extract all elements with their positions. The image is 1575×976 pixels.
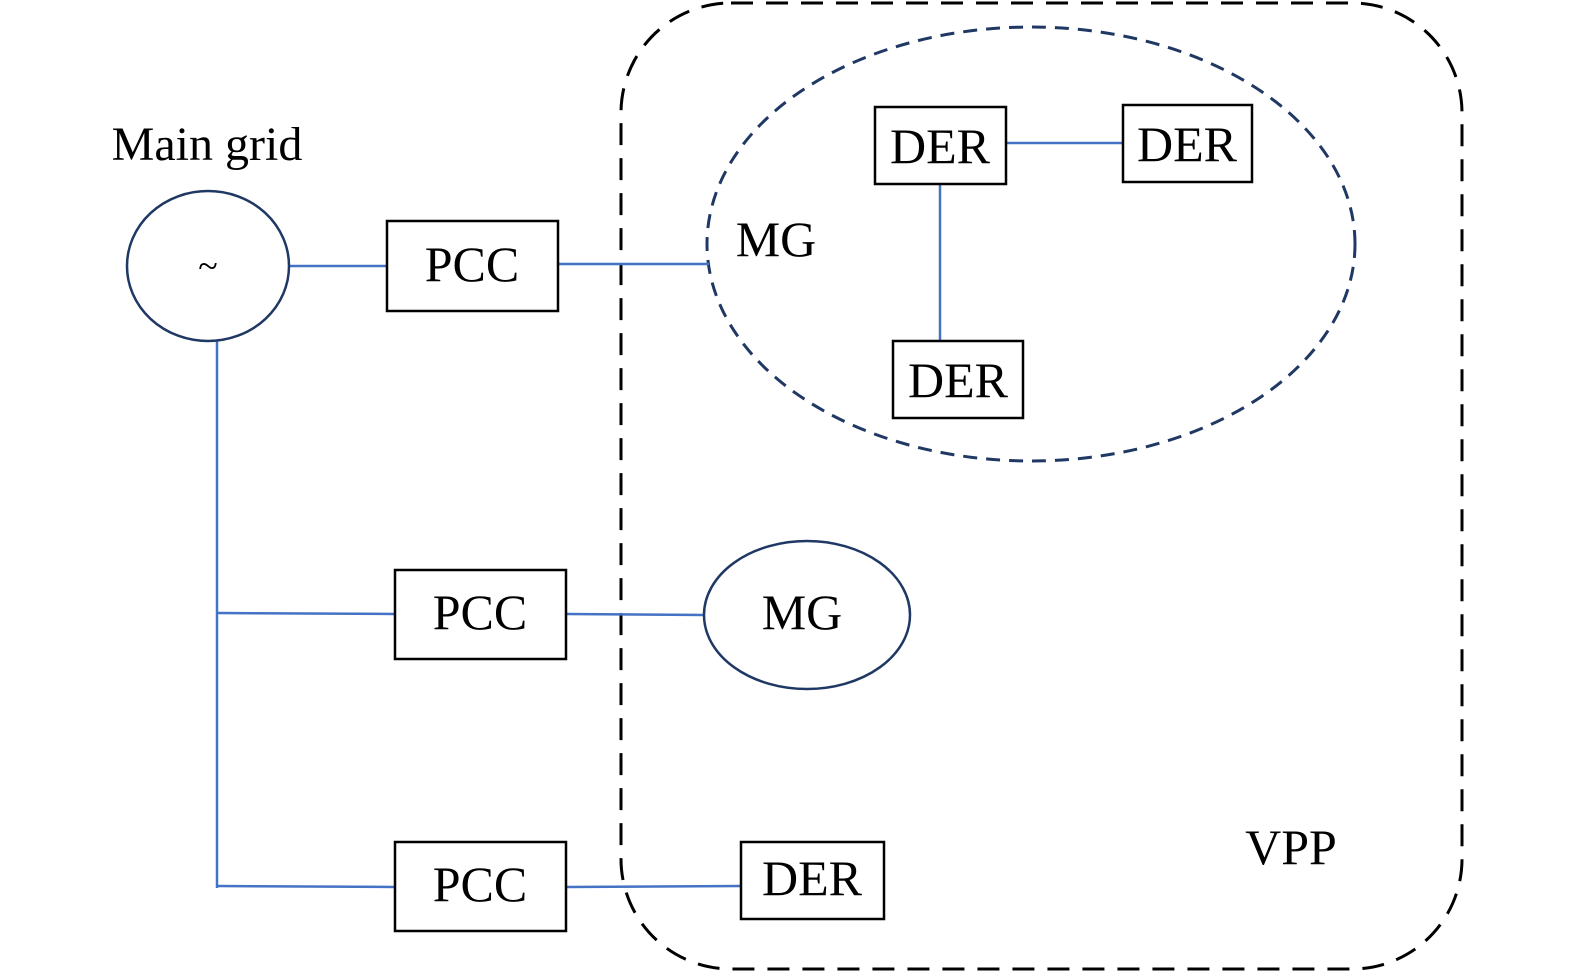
main-grid-label: Main grid bbox=[112, 118, 303, 171]
wire-trunk-to-pcc2 bbox=[216, 611, 396, 616]
pcc-label-2: PCC bbox=[433, 584, 528, 640]
der-label-standalone: DER bbox=[762, 850, 863, 906]
pcc-box-1 bbox=[385, 219, 560, 313]
der-label-top-left: DER bbox=[890, 118, 991, 174]
vpp-boundary bbox=[619, 1, 1464, 971]
wire-trunk-to-pcc3 bbox=[216, 884, 396, 889]
wire-pcc2-to-mg-small bbox=[565, 612, 707, 617]
der-box-bottom bbox=[891, 339, 1025, 420]
der-label-bottom: DER bbox=[908, 352, 1009, 408]
der-box-standalone bbox=[739, 840, 886, 921]
mg-large-label: MG bbox=[736, 211, 817, 267]
mg-small-circle bbox=[702, 539, 912, 691]
main-grid-source-circle bbox=[125, 189, 291, 343]
vpp-label: VPP bbox=[1245, 819, 1337, 875]
source-symbol: ~ bbox=[198, 246, 217, 286]
der-box-top-left bbox=[873, 105, 1008, 186]
mg-large-boundary bbox=[705, 25, 1357, 463]
pcc-box-2 bbox=[393, 568, 568, 661]
der-box-top-right bbox=[1121, 103, 1254, 184]
wire-pcc3-to-der bbox=[565, 884, 742, 889]
pcc-label-1: PCC bbox=[425, 236, 520, 292]
mg-small-label: MG bbox=[762, 584, 843, 640]
pcc-label-3: PCC bbox=[433, 856, 528, 912]
pcc-box-3 bbox=[393, 840, 568, 933]
der-label-top-right: DER bbox=[1137, 116, 1238, 172]
